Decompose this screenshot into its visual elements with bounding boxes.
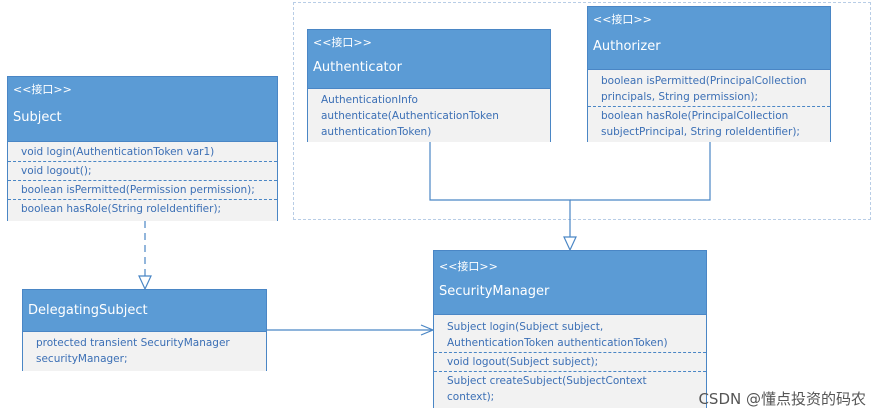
- authorizer-op-ispermitted: boolean isPermitted(PrincipalCollection: [601, 75, 807, 87]
- security-manager-header: <<接口>> SecurityManager: [434, 251, 706, 315]
- subject-ops: void login(AuthenticationToken var1) voi…: [8, 142, 277, 221]
- security-manager-op-logout: void logout(Subject subject);: [447, 356, 599, 368]
- realization-arrowhead: [138, 275, 152, 291]
- delegating-subject-box: DelegatingSubject protected transient Se…: [22, 289, 267, 371]
- divider: [434, 371, 706, 372]
- authenticator-interface-box: <<接口>> Authenticator AuthenticationInfo …: [307, 29, 551, 142]
- subject-op-logout: void logout();: [21, 165, 92, 177]
- delegating-subject-title: DelegatingSubject: [28, 303, 148, 318]
- authenticator-op-line: authenticationToken): [321, 126, 432, 138]
- subject-title: Subject: [13, 110, 62, 125]
- security-manager-title: SecurityManager: [439, 284, 550, 299]
- subject-op-login: void login(AuthenticationToken var1): [21, 146, 215, 158]
- security-manager-op-login: AuthenticationToken authenticationToken): [447, 337, 668, 349]
- subject-header: <<接口>> Subject: [8, 77, 277, 142]
- authorizer-interface-box: <<接口>> Authorizer boolean isPermitted(Pr…: [587, 6, 831, 142]
- authenticator-stereotype: <<接口>>: [313, 36, 372, 49]
- authorizer-ops: boolean isPermitted(PrincipalCollection …: [588, 70, 830, 142]
- subject-interface-box: <<接口>> Subject void login(Authentication…: [7, 76, 278, 221]
- divider: [8, 161, 277, 162]
- authenticator-ops: AuthenticationInfo authenticate(Authenti…: [308, 89, 550, 142]
- divider: [588, 106, 830, 107]
- security-manager-op-login: Subject login(Subject subject,: [447, 321, 604, 333]
- authenticator-header: <<接口>> Authenticator: [308, 30, 550, 89]
- authenticator-title: Authenticator: [313, 60, 402, 75]
- subject-op-ispermitted: boolean isPermitted(Permission permissio…: [21, 184, 255, 196]
- delegating-subject-header: DelegatingSubject: [23, 290, 266, 332]
- authenticator-link: [429, 142, 571, 237]
- generalization-arrowhead: [563, 236, 577, 252]
- authorizer-op-ispermitted: principals, String permission);: [601, 91, 759, 103]
- security-manager-op-createsubject: context);: [447, 391, 495, 403]
- authorizer-op-hasrole: subjectPrincipal, String roleIdentifier)…: [601, 126, 800, 138]
- authenticator-op-line: authenticate(AuthenticationToken: [321, 110, 499, 122]
- delegating-subject-field-line: securityManager;: [36, 353, 128, 365]
- delegating-subject-field-line: protected transient SecurityManager: [36, 337, 230, 349]
- subject-stereotype: <<接口>>: [13, 83, 72, 96]
- authenticator-op-line: AuthenticationInfo: [321, 94, 418, 106]
- security-manager-op-createsubject: Subject createSubject(SubjectContext: [447, 375, 647, 387]
- security-manager-interface-box: <<接口>> SecurityManager Subject login(Sub…: [433, 250, 707, 408]
- delegating-subject-fields: protected transient SecurityManager secu…: [23, 332, 266, 371]
- authorizer-header: <<接口>> Authorizer: [588, 7, 830, 70]
- authorizer-link: [570, 142, 711, 201]
- authorizer-op-hasrole: boolean hasRole(PrincipalCollection: [601, 110, 789, 122]
- subsystem-group-frame: [293, 2, 871, 220]
- security-manager-stereotype: <<接口>>: [439, 260, 498, 273]
- divider: [8, 199, 277, 200]
- authorizer-title: Authorizer: [593, 39, 661, 54]
- subject-op-hasrole: boolean hasRole(String roleIdentifier);: [21, 203, 222, 215]
- divider: [8, 180, 277, 181]
- divider: [434, 352, 706, 353]
- authorizer-stereotype: <<接口>>: [593, 13, 652, 26]
- security-manager-ops: Subject login(Subject subject, Authentic…: [434, 315, 706, 408]
- watermark-text: CSDN @懂点投资的码农: [698, 390, 866, 408]
